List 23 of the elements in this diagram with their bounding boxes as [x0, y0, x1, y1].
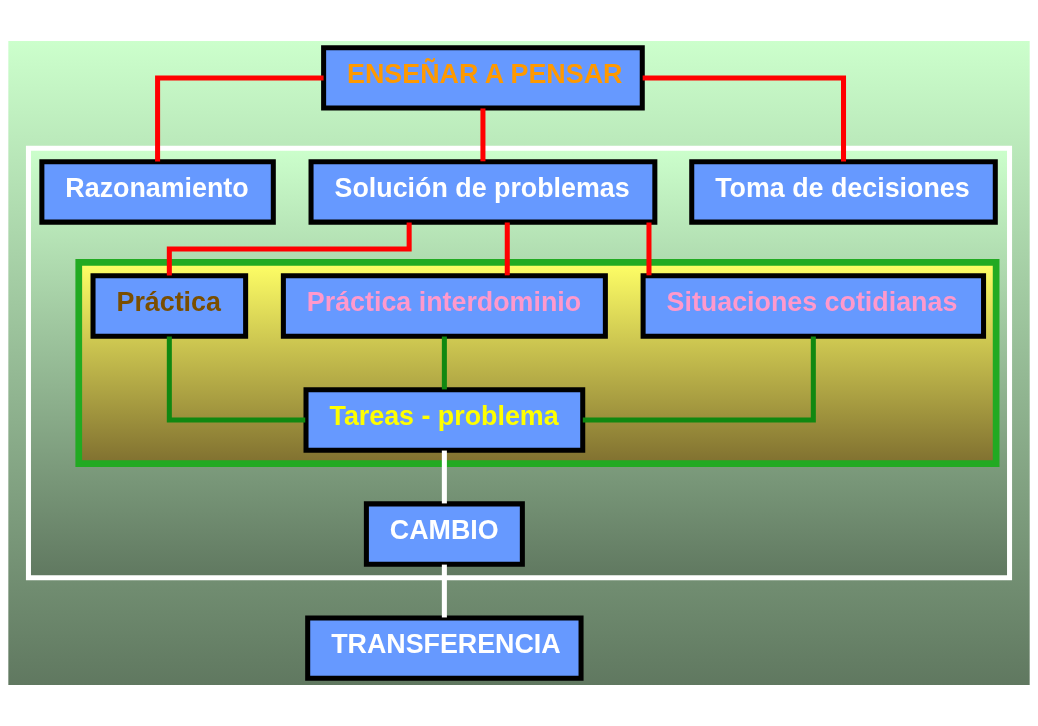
node-box: ENSEÑAR A PENSAR	[321, 45, 645, 111]
cluster	[75, 259, 1000, 467]
connector	[166, 222, 412, 276]
connector	[441, 336, 447, 390]
node-box: Práctica	[90, 273, 249, 339]
node-box: Tareas - problema	[303, 387, 586, 453]
connector	[642, 75, 847, 162]
connector	[441, 450, 447, 504]
connector	[155, 75, 324, 162]
connector	[646, 222, 652, 276]
cluster	[25, 145, 1013, 581]
node-box: Toma de decisiones	[689, 159, 998, 225]
connector	[504, 222, 510, 276]
node-box: CAMBIO	[363, 501, 525, 567]
node-box: Razonamiento	[39, 159, 276, 225]
connector	[582, 336, 816, 423]
node-box: Solución de problemas	[308, 159, 658, 225]
node-box: Situaciones cotidianas	[640, 273, 987, 339]
connector	[480, 108, 486, 162]
connector	[441, 564, 447, 618]
connector	[166, 336, 306, 423]
node-box: TRANSFERENCIA	[305, 615, 584, 681]
node-box: Práctica interdominio	[280, 273, 608, 339]
